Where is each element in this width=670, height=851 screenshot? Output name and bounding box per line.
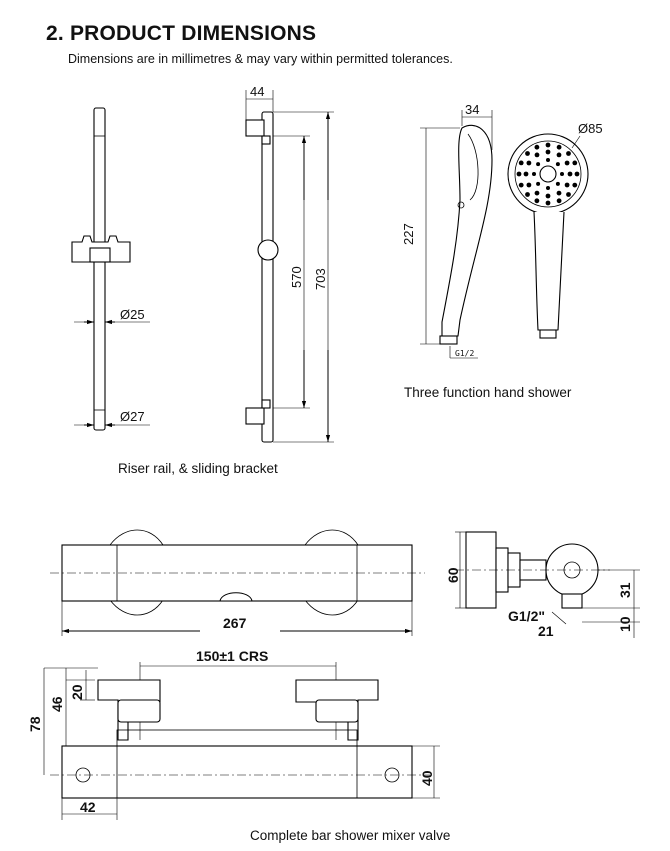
nozzle-dot: [555, 162, 560, 167]
dim-rail-length: 703: [313, 268, 328, 290]
nozzle-dot: [566, 192, 571, 197]
nozzle-dot: [525, 151, 530, 156]
nozzle-dot: [556, 198, 562, 204]
nozzle-dot: [534, 198, 540, 204]
nozzle-dot: [534, 144, 540, 150]
riser-rail-side-view: [245, 90, 334, 443]
nozzle-dot: [574, 171, 580, 177]
dim-outlet-thread: G1/2": [508, 608, 545, 624]
mixer-valve-plan-view: [43, 662, 440, 820]
nozzle-dot: [556, 190, 562, 196]
dim-rail-bracket-depth: 44: [250, 84, 264, 99]
nozzle-dot: [546, 186, 550, 190]
nozzle-dot: [534, 152, 540, 158]
nozzle-dot: [572, 182, 578, 188]
nozzle-dot: [555, 181, 560, 186]
hand-shower-front-view: [507, 133, 589, 339]
nozzle-dot: [546, 158, 550, 162]
nozzle-dot: [572, 160, 578, 166]
dim-valve-body-diameter: 60: [445, 567, 461, 583]
dim-inlet-78: 78: [27, 716, 43, 732]
nozzle-dot: [534, 190, 540, 196]
nozzle-dot: [526, 182, 532, 188]
dim-head-thickness: 34: [465, 102, 479, 117]
nozzle-dot: [560, 172, 564, 176]
nozzle-dot: [564, 160, 570, 166]
nozzle-dot: [545, 142, 551, 148]
caption-riser-rail: Riser rail, & sliding bracket: [118, 461, 278, 476]
caption-hand-shower: Three function hand shower: [404, 385, 572, 400]
nozzle-dot: [516, 171, 522, 177]
dim-outlet-height: 31: [617, 582, 633, 598]
nozzle-dot: [566, 151, 571, 156]
nozzle-dot: [532, 172, 536, 176]
dim-inlet-46: 46: [49, 696, 65, 712]
nozzle-dot: [536, 181, 541, 186]
nozzle-dot: [556, 152, 562, 158]
nozzle-dot: [545, 149, 551, 155]
nozzle-dot: [545, 200, 551, 206]
dim-rail-diameter-large: Ø27: [120, 409, 145, 424]
dim-valve-length: 267: [223, 615, 247, 631]
nozzle-dot: [567, 171, 573, 177]
nozzle-dot: [518, 160, 524, 166]
dim-handset-thread: G1/2: [455, 349, 474, 358]
nozzle-dot: [556, 144, 562, 150]
dim-inlet-centres: 150±1 CRS: [196, 648, 268, 664]
dim-end-diameter: 40: [419, 770, 435, 786]
nozzle-dot: [526, 160, 532, 166]
mixer-valve-end-view: [455, 531, 640, 638]
dim-end-42: 42: [80, 799, 96, 815]
caption-mixer-valve: Complete bar shower mixer valve: [250, 828, 451, 843]
dim-handset-length: 227: [401, 223, 416, 245]
riser-rail-front-view: [71, 107, 150, 431]
dim-head-diameter: Ø85: [578, 121, 603, 136]
dim-inlet-20: 20: [69, 684, 85, 700]
nozzle-dot: [523, 171, 529, 177]
hand-shower-side-view: [420, 110, 493, 359]
dim-outlet-diameter: 21: [538, 623, 554, 639]
nozzle-dot: [564, 182, 570, 188]
nozzle-dot: [525, 192, 530, 197]
page-subtitle: Dimensions are in millimetres & may vary…: [68, 52, 453, 66]
nozzle-dot: [518, 182, 524, 188]
page-title: 2. PRODUCT DIMENSIONS: [46, 22, 317, 45]
nozzle-dot: [536, 162, 541, 167]
dim-outlet-projection: 10: [617, 616, 633, 632]
dim-rail-diameter-small: Ø25: [120, 307, 145, 322]
nozzle-dot: [545, 193, 551, 199]
mixer-valve-front-view: [50, 529, 425, 636]
dim-rail-centres: 570: [289, 266, 304, 288]
